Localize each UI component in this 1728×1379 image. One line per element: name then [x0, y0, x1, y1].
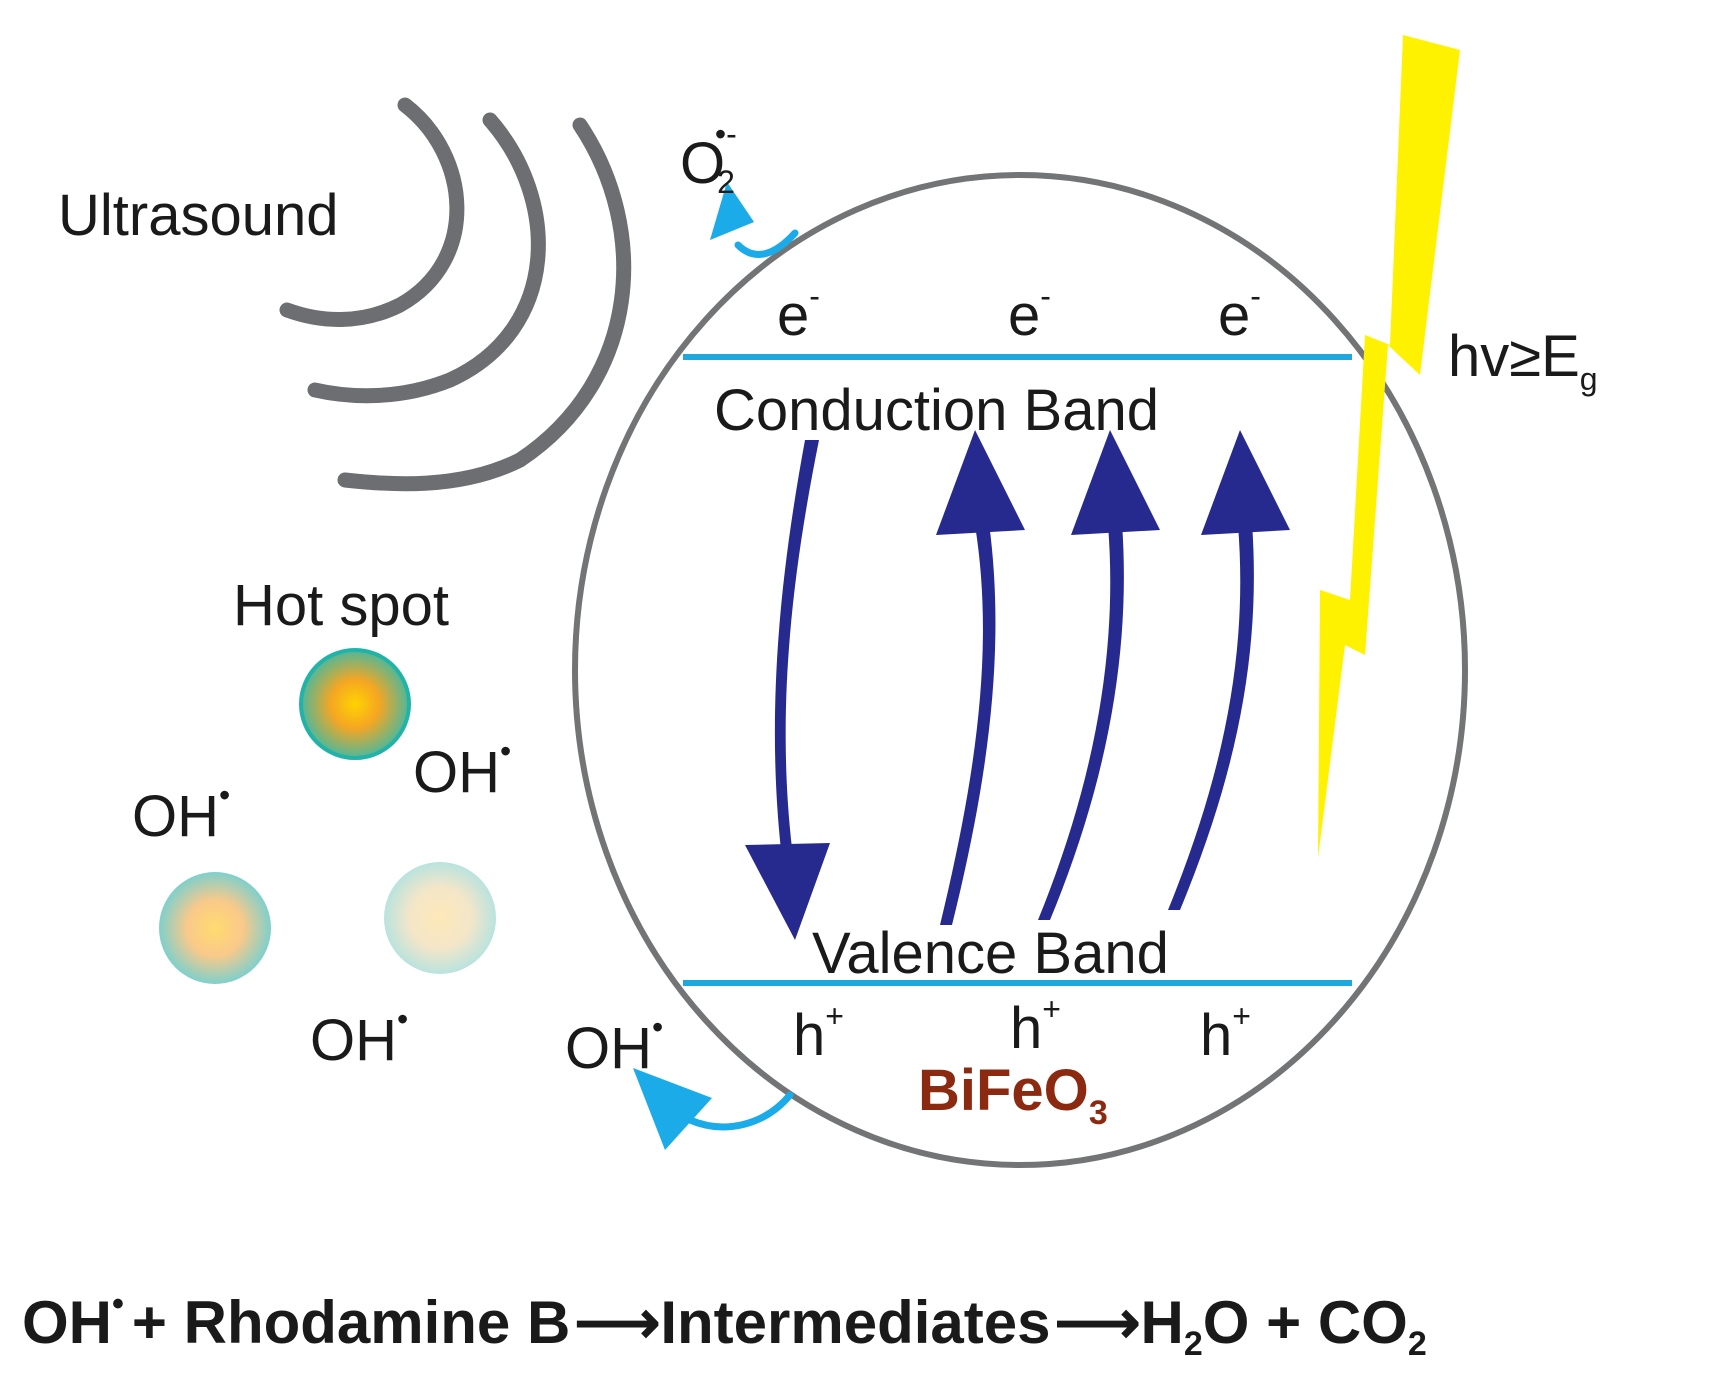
- bubble-medium: [159, 872, 271, 984]
- bifeo3-particle: [572, 172, 1468, 1168]
- hole-label-1: h+: [793, 998, 844, 1068]
- lightning-bolt-icon: [1318, 35, 1460, 858]
- excitation-arrow-2: [1038, 430, 1160, 920]
- ultrasound-label: Ultrasound: [58, 183, 338, 248]
- hot-spot-label: Hot spot: [233, 573, 449, 638]
- superoxide-arrow: [734, 229, 799, 258]
- radical-label-2: OH•: [132, 777, 230, 849]
- superoxide-label: O2•-: [680, 116, 737, 200]
- material-label: BiFeO3: [918, 1058, 1108, 1132]
- hydroxyl-arrow: [686, 1091, 794, 1131]
- excitation-arrow-1: [936, 430, 1025, 925]
- radical-label-4: OH•: [565, 1009, 663, 1081]
- electron-label-1: e-: [777, 278, 820, 348]
- hot-spot-bubble: [299, 648, 411, 760]
- radical-label-1: OH•: [413, 733, 511, 805]
- conduction-band-label: Conduction Band: [714, 378, 1159, 443]
- radical-label-3: OH•: [310, 1001, 408, 1073]
- excitation-arrow-3: [1168, 430, 1290, 910]
- photon-energy-label: hv≥Eg: [1448, 324, 1598, 397]
- hole-label-2: h+: [1010, 991, 1061, 1061]
- hydroxyl-arrowhead: [633, 1068, 712, 1150]
- recombination-arrow: [745, 440, 830, 940]
- valence-band-label: Valence Band: [812, 921, 1169, 986]
- ultrasound-waves-icon: [279, 97, 632, 492]
- superoxide-arrowhead: [710, 182, 754, 240]
- electron-label-3: e-: [1218, 278, 1261, 348]
- bubble-faded: [384, 862, 496, 974]
- electron-label-2: e-: [1008, 278, 1051, 348]
- reaction-equation: OH•+ Rhodamine B⟶Intermediates⟶H2O + CO2: [22, 1285, 1427, 1363]
- hole-label-3: h+: [1200, 998, 1251, 1068]
